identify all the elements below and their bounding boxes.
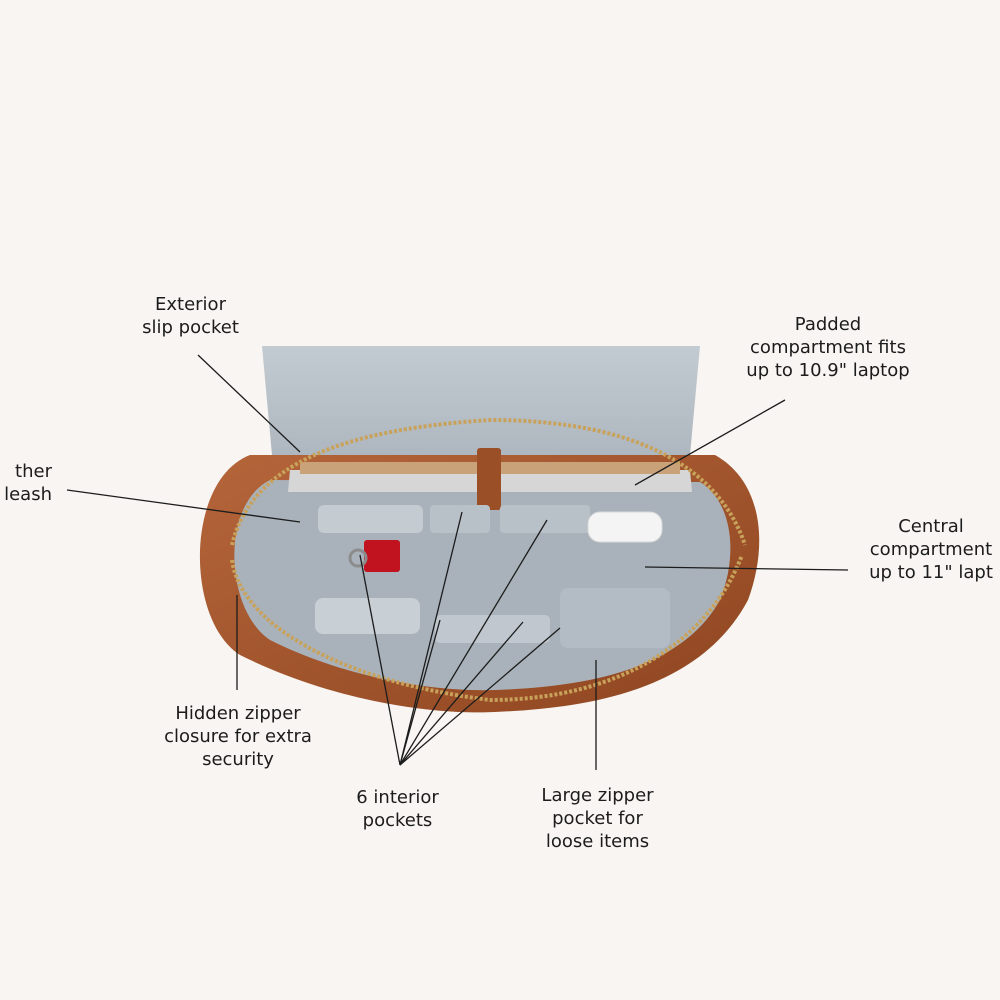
red-keychain <box>364 540 400 572</box>
pocket-bottom-mid <box>435 615 550 643</box>
leader-lines <box>66 354 849 770</box>
callout-hidden-zipper: Hidden zipper closure for extra security <box>152 702 324 771</box>
callout-line: ther <box>15 461 52 482</box>
callout-exterior-slip-pocket: Exterior slip pocket <box>128 293 253 339</box>
callout-line: security <box>202 749 274 770</box>
keyring <box>348 548 368 568</box>
center-strap <box>477 448 501 510</box>
callout-line: slip pocket <box>142 317 239 338</box>
callout-line: loose items <box>545 831 650 852</box>
callout-line: pockets <box>362 810 433 831</box>
callout-line: leash <box>4 484 52 505</box>
callout-line: closure for extra <box>164 726 312 747</box>
callout-line: Central <box>898 516 964 537</box>
callout-central-compartment: Central compartment up to 11" lapt <box>862 515 1000 584</box>
zipper-pocket <box>560 588 670 648</box>
callout-line: Large zipper <box>541 785 654 806</box>
callout-line: compartment fits <box>750 337 906 358</box>
pocket-top-right <box>500 505 590 533</box>
callout-leather-leash: ther leash <box>0 460 52 506</box>
callout-line: 6 interior <box>356 787 439 808</box>
callout-line: pocket for <box>552 808 643 829</box>
callout-line: up to 10.9" laptop <box>746 360 910 381</box>
callout-padded-compartment: Padded compartment fits up to 10.9" lapt… <box>738 313 918 382</box>
callout-line: Padded <box>794 314 862 335</box>
bag-flap <box>262 346 700 455</box>
pocket-bottom-left <box>315 598 420 634</box>
callout-line: compartment <box>869 539 993 560</box>
callout-large-zipper-pocket: Large zipper pocket for loose items <box>530 784 665 853</box>
callout-line: Exterior <box>155 294 226 315</box>
callout-interior-pockets: 6 interior pockets <box>340 786 455 832</box>
callout-line: up to 11" lapt <box>869 562 993 583</box>
zipper <box>230 417 747 703</box>
callout-line: Hidden zipper <box>175 703 301 724</box>
airpods-case <box>587 511 663 543</box>
pocket-top-left <box>318 505 423 533</box>
